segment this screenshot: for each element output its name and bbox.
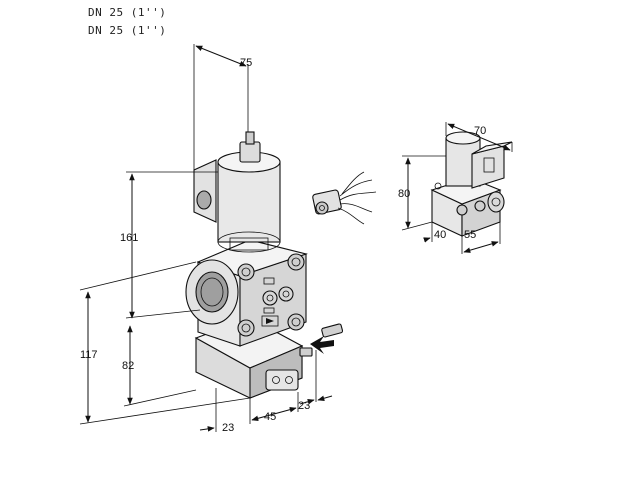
- inset-valve: [430, 131, 513, 237]
- side-fitting: [321, 323, 344, 338]
- dim-label-23-right: 23: [298, 400, 310, 412]
- dim-label-40: 40: [434, 229, 446, 241]
- dim-label-45: 45: [264, 411, 276, 423]
- header-line-2: DN 25 (1''): [88, 24, 167, 37]
- base-connector: [265, 369, 299, 391]
- port-5: [237, 319, 255, 337]
- dim-label-161: 161: [120, 232, 138, 244]
- dim-label-55: 55: [464, 229, 476, 241]
- port-6: [287, 313, 305, 331]
- port-1: [237, 263, 255, 281]
- coil-cap: [239, 141, 261, 163]
- header-line-1: DN 25 (1''): [88, 6, 167, 19]
- port-3: [262, 290, 278, 306]
- port-2: [287, 253, 305, 271]
- main-valve: [185, 131, 344, 399]
- dim-label-75: 75: [240, 57, 252, 69]
- port-4: [278, 286, 294, 302]
- dim-label-117: 117: [80, 349, 98, 361]
- dim-label-70: 70: [474, 125, 486, 137]
- dim-label-23-left: 23: [222, 422, 234, 434]
- dimension-lines: [79, 44, 513, 432]
- dim-label-82: 82: [122, 360, 134, 372]
- solenoid-coil: [217, 161, 281, 243]
- dim-label-80: 80: [398, 188, 410, 200]
- flow-arrow: [310, 336, 334, 354]
- cable-connector: [312, 171, 377, 225]
